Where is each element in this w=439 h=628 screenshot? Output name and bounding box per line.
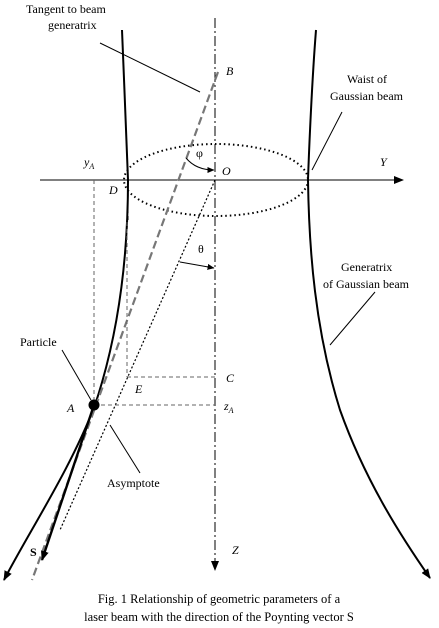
axis-y-label: Y — [380, 155, 388, 169]
theta-angle-arrow — [179, 261, 215, 270]
right-generatrix — [306, 29, 431, 579]
s-label: S — [30, 545, 37, 559]
particle-label: Particle — [20, 335, 57, 349]
poynting-vector-s — [40, 404, 96, 561]
particle-leader — [61, 349, 92, 401]
phi-label: φ — [196, 146, 203, 160]
particle-dot — [88, 399, 100, 411]
point-c-label: C — [226, 371, 235, 385]
tangent-leader — [99, 42, 201, 93]
caption-line-2: laser beam with the direction of the Poy… — [84, 610, 354, 624]
waist-label-2: Gaussian beam — [330, 89, 404, 103]
point-e-label: E — [134, 382, 143, 396]
theta-label: θ — [198, 242, 204, 256]
asymptote-label: Asymptote — [107, 476, 160, 490]
asymptote-leader — [109, 424, 141, 474]
ya-label: yA — [83, 155, 94, 171]
point-d-label: D — [108, 183, 118, 197]
caption-line-1: Fig. 1 Relationship of geometric paramet… — [98, 592, 341, 606]
tangent-label-1: Tangent to beam — [26, 2, 106, 16]
point-o-label: O — [222, 164, 231, 178]
left-generatrix — [3, 29, 130, 581]
point-a-label: A — [66, 401, 75, 415]
axis-z-label: Z — [232, 543, 239, 557]
generatrix-label-2: of Gaussian beam — [323, 277, 410, 291]
waist-label-1: Waist of — [347, 72, 387, 86]
generatrix-leader — [329, 291, 376, 346]
waist-leader — [311, 111, 343, 171]
za-label: zA — [223, 399, 234, 415]
point-b-label: B — [226, 64, 234, 78]
tangent-label-2: generatrix — [48, 18, 97, 32]
generatrix-label-1: Generatrix — [341, 260, 392, 274]
phi-angle-arc — [185, 157, 215, 173]
